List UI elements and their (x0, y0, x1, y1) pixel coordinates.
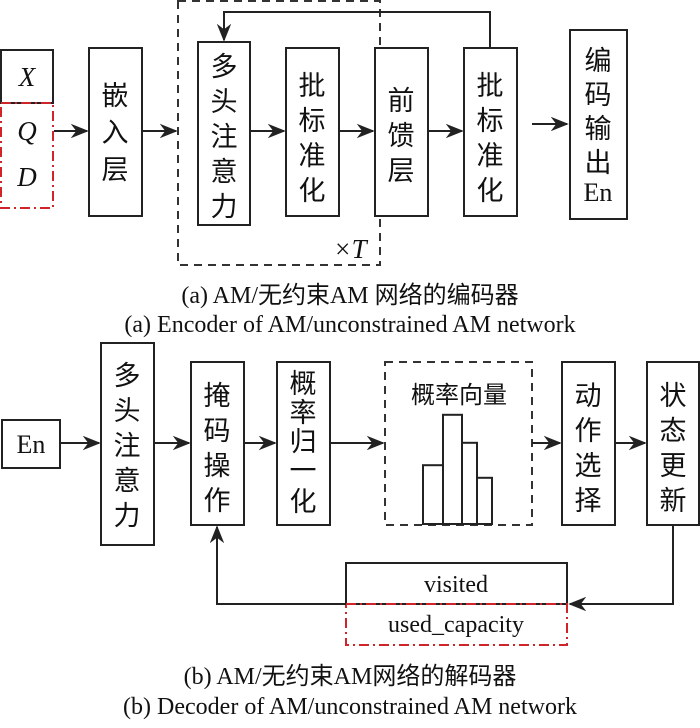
prob-bar-1 (422, 464, 444, 526)
encoder-output-label: 编 码 输 出 En (584, 46, 613, 207)
svg-text:标: 标 (477, 106, 504, 137)
svg-text:新: 新 (660, 486, 687, 517)
svg-text:码: 码 (204, 416, 231, 447)
svg-text:头: 头 (211, 87, 238, 118)
encoder-bn2-box (463, 47, 518, 217)
encoder-bn2-label: 批 标 准 化 (477, 71, 504, 207)
input-d-label: D (16, 162, 37, 192)
svg-text:一: 一 (290, 456, 317, 487)
decoder-update-label: 状 态 更 新 (660, 381, 687, 517)
prob-bar-4 (476, 476, 493, 525)
svg-text:状: 状 (660, 381, 687, 412)
feedback-loop-arrow (216, 11, 491, 47)
state-used-capacity-box (345, 603, 568, 646)
decoder-update-box (646, 361, 700, 526)
repeat-label: ×T (333, 234, 368, 264)
svg-text:多: 多 (211, 52, 238, 83)
state-used-capacity-label: used_capacity (388, 612, 524, 638)
encoder-caption-en: (a) Encoder of AM/unconstrained AM netwo… (124, 312, 575, 338)
svg-text:力: 力 (211, 192, 238, 223)
input-q-label: Q (17, 116, 37, 146)
encoder-output-box (569, 29, 628, 220)
svg-text:准: 准 (299, 141, 326, 172)
decoder-mha-box (100, 342, 155, 546)
svg-text:头: 头 (114, 396, 141, 427)
svg-text:归: 归 (290, 427, 317, 458)
svg-text:力: 力 (114, 501, 141, 532)
svg-text:作: 作 (575, 416, 602, 447)
svg-text:馈: 馈 (388, 121, 415, 152)
svg-text:批: 批 (299, 71, 326, 102)
decoder-norm-box (276, 361, 331, 526)
arrow-update-state (568, 526, 674, 612)
svg-text:出: 出 (585, 148, 612, 179)
svg-text:掩: 掩 (204, 381, 231, 412)
embed-layer-label: 嵌 入 层 (102, 81, 129, 186)
svg-text:化: 化 (299, 176, 326, 207)
encoder-caption-zh: (a) AM/无约束AM 网络的编码器 (181, 282, 518, 309)
svg-text:标: 标 (299, 106, 326, 137)
svg-text:动: 动 (575, 381, 602, 412)
encoder-mha-label: 多 头 注 意 力 (211, 52, 238, 223)
decoder-action-label: 动 作 选 择 (575, 381, 602, 517)
encoder-ff-box (374, 47, 429, 217)
svg-text:码: 码 (585, 80, 612, 111)
svg-text:准: 准 (477, 141, 504, 172)
encoder-bn1-label: 批 标 准 化 (299, 71, 326, 207)
svg-text:编: 编 (585, 46, 612, 77)
svg-text:率: 率 (290, 398, 317, 429)
prob-vector-title: 概率向量 (411, 381, 507, 409)
prob-vector-bars (422, 413, 493, 526)
decoder-input-box (1, 419, 61, 469)
svg-text:选: 选 (575, 451, 602, 482)
svg-text:En: En (584, 178, 613, 207)
decoder-caption-en: (b) Decoder of AM/unconstrained AM netwo… (123, 694, 577, 720)
decoder-input-label: En (17, 430, 46, 459)
decoder-section: En 多 头 注 意 力 掩 码 操 作 概 率 归 一 化 (1, 342, 700, 720)
state-visited-label: visited (424, 572, 488, 598)
repeat-block-dashed (177, 0, 381, 266)
svg-text:化: 化 (477, 176, 504, 207)
input-x-label: X (18, 62, 37, 92)
svg-text:注: 注 (114, 431, 141, 462)
svg-text:入: 入 (102, 118, 129, 149)
svg-text:概: 概 (290, 369, 317, 400)
svg-text:化: 化 (290, 487, 317, 518)
svg-text:输: 输 (585, 114, 612, 145)
svg-text:嵌: 嵌 (102, 81, 129, 112)
decoder-caption-zh: (b) AM/无约束AM网络的解码器 (184, 663, 517, 690)
svg-text:多: 多 (114, 361, 141, 392)
prob-bar-2 (442, 413, 463, 525)
svg-text:层: 层 (388, 156, 415, 187)
encoder-mha-box (197, 41, 251, 226)
svg-text:批: 批 (477, 71, 504, 102)
decoder-mha-label: 多 头 注 意 力 (114, 361, 141, 532)
decoder-action-box (561, 361, 616, 526)
svg-text:态: 态 (660, 416, 687, 447)
arrow-state-mask (209, 525, 346, 605)
svg-text:意: 意 (211, 157, 238, 188)
encoder-section: X Q D 嵌 入 层 ×T 多 头 注 意 力 批 标 准 (0, 0, 628, 338)
decoder-mask-label: 掩 码 操 作 (204, 381, 231, 517)
svg-text:操: 操 (204, 451, 231, 482)
svg-text:注: 注 (211, 122, 238, 153)
svg-text:择: 择 (575, 486, 602, 517)
state-visited-box (345, 562, 568, 605)
svg-text:前: 前 (388, 86, 415, 117)
input-qd-box (0, 102, 54, 209)
encoder-ff-label: 前 馈 层 (388, 86, 415, 187)
svg-text:作: 作 (204, 486, 231, 517)
svg-text:更: 更 (660, 451, 687, 482)
decoder-norm-label: 概 率 归 一 化 (290, 369, 317, 518)
svg-text:意: 意 (114, 466, 141, 497)
svg-text:层: 层 (102, 155, 129, 186)
prob-bar-3 (461, 441, 478, 525)
